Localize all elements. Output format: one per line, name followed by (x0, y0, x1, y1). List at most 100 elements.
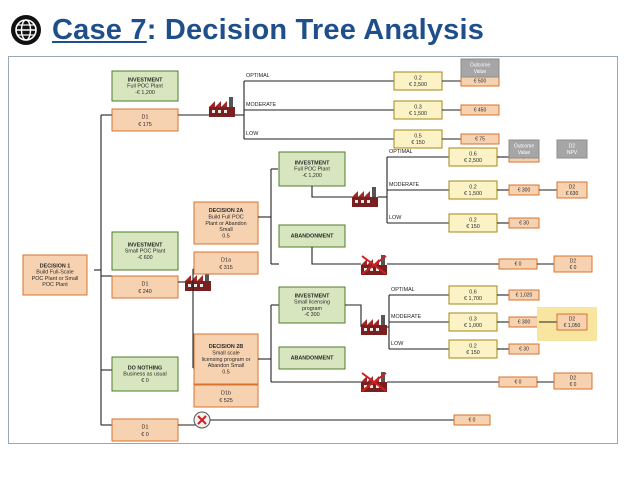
2b-outcome-node-line-2: € 1,000 (464, 323, 482, 329)
factory-icon-small (185, 271, 211, 291)
top-result-node (460, 133, 500, 145)
decision-2a-node-line-2: Build Full POC (208, 214, 243, 220)
d2-2b-node (556, 313, 588, 331)
2a-outcome-node-line-2: € 2,500 (464, 158, 482, 164)
d1-nothing-node-line-1: D1 (142, 424, 149, 430)
2a-branch-label: MODERATE (389, 182, 420, 188)
top-result-node (460, 104, 500, 116)
top-outcome-node-line-1: 0.2 (414, 76, 422, 82)
case-label: Case 7 (52, 13, 147, 46)
investment-2b-node-line-4: -€ 300 (304, 312, 319, 318)
d2-npv-header-line-2: NPV (567, 150, 578, 156)
d1a-node-line-2: € 315 (219, 265, 233, 271)
decision-2a-node-line-5: 0.5 (222, 234, 230, 240)
top-result-node-line-1: € 500 (474, 79, 487, 85)
decision-2b-node-line-1: DECISION 2B (209, 344, 244, 350)
cancel-circle-icon-cross-b (197, 415, 207, 425)
d2-abandon-2b-node-line-2: € 0 (570, 382, 577, 388)
2b-result-node (508, 289, 540, 301)
top-branch-label: MODERATE (246, 102, 277, 108)
d2-abandon-2a-node-line-1: D2 (570, 259, 577, 265)
decision-2b-node-line-2: Small scale (212, 350, 240, 356)
slide-title: Case 7: Decision Tree Analysis (10, 10, 484, 50)
decision-1-node-line-1: DECISION 1 (40, 263, 71, 269)
result-abandon-2b-line-1: € 0 (515, 380, 522, 386)
tree-connector (345, 304, 362, 327)
investment-small-node-line-3: -€ 600 (137, 255, 152, 261)
investment-small-node-line-2: Small POC Plant (125, 249, 166, 255)
d2-abandon-2b-node-line-1: D2 (570, 376, 577, 382)
2a-outcome-node-line-1: 0.2 (469, 218, 477, 224)
2a-outcome-node-line-1: 0.6 (469, 152, 477, 158)
investment-2a-node-line-2: Full POC Plant (294, 167, 330, 173)
decision-2a-node (193, 201, 259, 245)
investment-2b-node-line-1: INVESTMENT (295, 293, 330, 299)
d1-full-node-line-1: D1 (142, 114, 149, 120)
investment-full-node-line-1: INVESTMENT (128, 78, 163, 84)
do-nothing-node-line-2: Business as usual (123, 372, 166, 378)
investment-2b-node-line-2: Small licensing (294, 300, 330, 306)
d2-abandon-2a-node (553, 255, 593, 273)
result-nothing (453, 414, 491, 426)
d1b-node (193, 384, 259, 408)
title-text: : Decision Tree Analysis (146, 13, 485, 46)
d1-small-node-line-1: D1 (142, 281, 149, 287)
do-nothing-node-line-3: € 0 (141, 378, 149, 384)
tree-connector (311, 186, 352, 198)
2b-outcome-node-line-2: € 1,700 (464, 296, 482, 302)
d1-small-node (111, 275, 179, 299)
2a-result-node (508, 217, 540, 229)
top-outcome-node-line-1: 0.5 (414, 134, 422, 140)
d2-2a-node-line-1: D2 (569, 185, 576, 191)
2b-outcome-node-line-1: 0.6 (469, 290, 477, 296)
d1b-node-line-1: D1b (221, 390, 231, 396)
d2-abandon-2a-node-line-2: € 0 (570, 265, 577, 271)
d1a-node-line-1: D1a (221, 257, 231, 263)
investment-full-node-line-2: Full POC Plant (127, 84, 163, 90)
d1-nothing-node (111, 418, 179, 442)
decision-2b-node-line-4: Abandon Small (208, 363, 245, 369)
investment-2a-node-line-1: INVESTMENT (295, 161, 330, 167)
decision-1-node-line-2: Build Full-Scale (36, 270, 73, 276)
investment-2a-node (278, 151, 346, 187)
d2-abandon-2b-node (553, 372, 593, 390)
top-branch-label: OPTIMAL (246, 73, 270, 79)
d2-2b-node-line-1: D2 (569, 317, 576, 323)
tree-connector (311, 247, 361, 265)
do-nothing-node-line-1: DO NOTHING (128, 366, 162, 372)
outcome-value-header-top-line-2: Value (474, 69, 487, 75)
2b-outcome-node-line-1: 0.3 (469, 317, 477, 323)
decision-2a-node-line-3: Plant or Abandon (205, 221, 246, 227)
abandonment-2b-node-line-1: ABANDONMENT (291, 356, 335, 362)
top-outcome-node-line-2: € 1,500 (409, 111, 427, 117)
outcome-value-header-top (460, 58, 500, 78)
outcome-value-header-2a-line-2: Value (518, 150, 531, 156)
d1-full-node (111, 108, 179, 132)
decision-2a-node-line-1: DECISION 2A (209, 208, 244, 214)
investment-full-node (111, 70, 179, 102)
2b-result-node-line-1: € 300 (518, 320, 531, 326)
investment-small-node-line-1: INVESTMENT (128, 243, 163, 249)
page-title: Case 7: Decision Tree Analysis (52, 14, 484, 47)
abandonment-2b-node (278, 346, 346, 370)
d1b-node-line-2: € 525 (219, 398, 233, 404)
top-result-node-line-1: € 450 (474, 108, 487, 114)
decision-1-node (22, 254, 88, 296)
factory-icon-2b (361, 315, 387, 335)
globe-icon (11, 15, 41, 45)
top-result-node-line-1: € 75 (475, 137, 485, 143)
factory-icon-full (209, 97, 235, 117)
investment-2b-node-line-3: program (302, 306, 323, 312)
2a-result-node-line-1: € 300 (518, 188, 531, 194)
d1-nothing-node-line-2: € 0 (141, 432, 149, 438)
top-outcome-node-line-1: 0.3 (414, 105, 422, 111)
2a-result-node-line-1: € 30 (519, 221, 529, 227)
investment-full-node-line-3: -€ 1,200 (135, 90, 155, 96)
decision-1-node-line-4: POC Plant (42, 282, 68, 288)
result-abandon-2a-line-1: € 0 (515, 262, 522, 268)
top-branch-label: LOW (246, 131, 259, 137)
do-nothing-node (111, 356, 179, 392)
d2-npv-header-line-1: D2 (569, 144, 576, 150)
